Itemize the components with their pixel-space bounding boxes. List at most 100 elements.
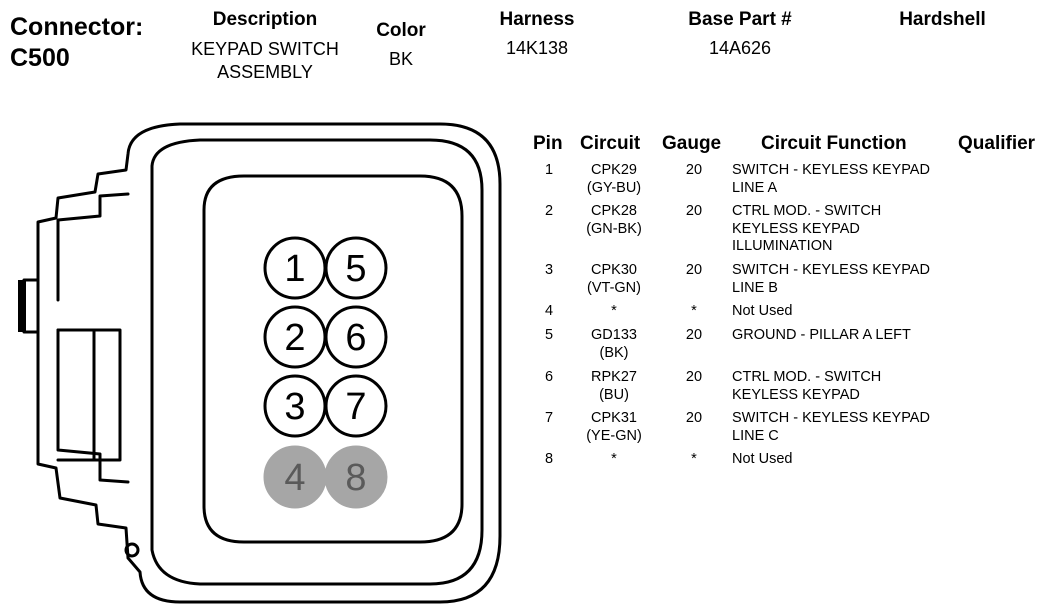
circuit-line: CPK30 (591, 262, 637, 278)
table-cell-gauge: 20 (685, 410, 703, 426)
circuit-line: (BU) (599, 386, 629, 403)
function-line: Not Used (732, 303, 793, 319)
pin-number-7: 7 (345, 386, 366, 428)
table-cell-function: Not Used (732, 451, 792, 469)
left-rib-outline (56, 192, 130, 302)
pin-number-6: 6 (345, 317, 366, 359)
pin-number-4: 4 (284, 457, 305, 499)
qualifier-header: Qualifier (958, 133, 1036, 154)
pin-number-3: 3 (284, 386, 305, 428)
circuit-line: (GY-BU) (586, 179, 642, 196)
function-line: Not Used (732, 451, 793, 467)
table-cell-pin: 5 (544, 327, 554, 343)
base-part-label: Base Part # (688, 9, 792, 30)
function-line: KEYLESS KEYPAD (732, 386, 860, 403)
inner-cavity-outline (202, 174, 464, 544)
circuit-header: Circuit (580, 133, 641, 154)
latch-window-outline (56, 328, 122, 462)
pin-number-2: 2 (284, 317, 305, 359)
pin-header: Pin (533, 133, 563, 154)
circuit-line: GD133 (591, 327, 637, 343)
pin-cavity-6 (324, 305, 388, 369)
circuit-line: (YE-GN) (586, 427, 642, 444)
circuit-line: (BK) (599, 344, 629, 361)
circuit-line: (VT-GN) (587, 279, 641, 296)
circuit-line: (GN-BK) (586, 220, 642, 237)
description-line-2: ASSEMBLY (217, 62, 313, 82)
function-header: Circuit Function (761, 133, 907, 154)
description-value: KEYPAD SWITCH ASSEMBLY (165, 38, 365, 84)
table-cell-circuit: CPK30(VT-GN) (570, 262, 658, 297)
key-notch-outline (124, 542, 140, 558)
function-line: LINE A (732, 179, 778, 196)
table-cell-circuit: * (570, 303, 658, 321)
function-line: GROUND - PILLAR A LEFT (732, 327, 911, 343)
pin-cavity-7 (324, 374, 388, 438)
table-cell-pin: 2 (544, 203, 554, 219)
function-line: SWITCH - KEYLESS KEYPAD (732, 410, 930, 426)
circuit-line: CPK28 (591, 203, 637, 219)
table-cell-pin: 1 (544, 162, 554, 178)
pin-number-8: 8 (345, 457, 366, 499)
table-cell-circuit: GD133(BK) (570, 327, 658, 362)
table-cell-gauge: 20 (685, 369, 703, 385)
function-line: SWITCH - KEYLESS KEYPAD (732, 162, 930, 178)
harness-value: 14K138 (505, 38, 569, 58)
table-cell-circuit: CPK29(GY-BU) (570, 162, 658, 197)
table-cell-circuit: RPK27(BU) (570, 369, 658, 404)
pin-number-1: 1 (284, 248, 305, 290)
function-line: KEYLESS KEYPAD (732, 220, 860, 237)
table-cell-pin: 7 (544, 410, 554, 426)
connector-id: C500 (10, 44, 70, 72)
description-label: Description (212, 9, 318, 30)
table-cell-pin: 6 (544, 369, 554, 385)
pin-number-5: 5 (345, 248, 366, 290)
table-cell-circuit: CPK28(GN-BK) (570, 203, 658, 238)
table-cell-gauge: 20 (685, 203, 703, 219)
table-cell-gauge: 20 (685, 327, 703, 343)
table-cell-function: Not Used (732, 303, 792, 321)
circuit-line: CPK31 (591, 410, 637, 426)
pin-cavity-8 (324, 445, 388, 509)
circuit-line: CPK29 (591, 162, 637, 178)
table-cell-gauge: 20 (685, 262, 703, 278)
table-cell-pin: 4 (544, 303, 554, 319)
gauge-header: Gauge (662, 133, 722, 154)
color-label: Color (376, 20, 426, 41)
function-line: ILLUMINATION (732, 238, 833, 254)
function-line: LINE C (732, 427, 779, 444)
table-cell-pin: 8 (544, 451, 554, 467)
left-edge-strip (18, 280, 26, 332)
harness-label: Harness (499, 9, 575, 30)
function-line: CTRL MOD. - SWITCH (732, 203, 882, 219)
function-line: LINE B (732, 279, 778, 296)
circuit-line: * (611, 303, 617, 319)
function-line: CTRL MOD. - SWITCH (732, 369, 882, 385)
outer-shell-outline (22, 122, 502, 604)
circuit-line: * (611, 451, 617, 467)
left-rib-lower-outline (56, 328, 130, 484)
table-cell-pin: 3 (544, 262, 554, 278)
circuit-line: RPK27 (591, 369, 637, 385)
table-cell-gauge: * (691, 451, 697, 467)
table-cell-function: GROUND - PILLAR A LEFT (732, 327, 911, 345)
table-cell-circuit: * (570, 451, 658, 469)
middle-shell-outline (150, 138, 484, 586)
table-cell-gauge: * (691, 303, 697, 319)
hardshell-label: Hardshell (899, 9, 986, 30)
table-cell-circuit: CPK31(YE-GN) (570, 410, 658, 445)
base-part-value: 14A626 (708, 38, 772, 58)
description-line-1: KEYPAD SWITCH (191, 39, 339, 59)
function-line: SWITCH - KEYLESS KEYPAD (732, 262, 930, 278)
color-value: BK (388, 49, 413, 69)
connector-label: Connector: (10, 13, 144, 41)
pin-cavity-5 (324, 236, 388, 300)
connector-title: Connector: C500 (10, 12, 143, 74)
